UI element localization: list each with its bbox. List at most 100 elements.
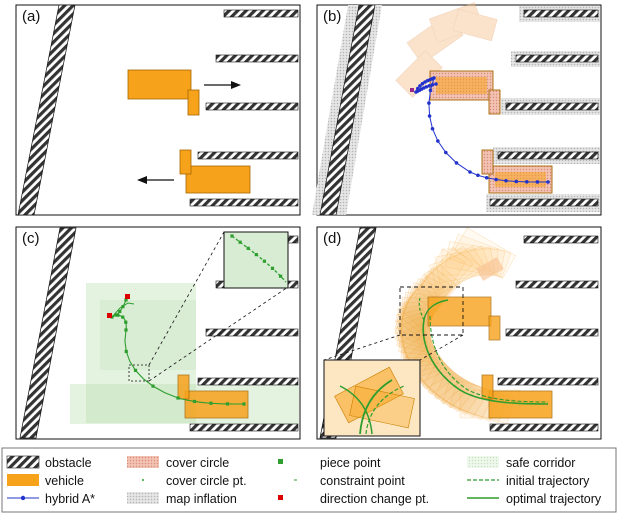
zoom-source-box xyxy=(128,364,150,382)
arrow-left-icon xyxy=(137,176,174,184)
hatch-swatch xyxy=(6,455,40,469)
hybrid-node xyxy=(427,101,431,105)
swept-footprint xyxy=(411,351,477,412)
orange-swatch xyxy=(7,474,39,486)
swept-footprint xyxy=(403,340,465,405)
direction-change-point xyxy=(107,313,112,318)
obstacle-slot xyxy=(205,328,299,337)
intermediate-vehicles xyxy=(395,2,498,98)
hybrid-node xyxy=(430,83,435,87)
zoom-inset xyxy=(223,231,289,289)
arrow-right-icon xyxy=(204,81,241,89)
hybrid-node xyxy=(476,173,480,178)
inset-vehicle xyxy=(349,385,415,429)
obstacle-diagonal xyxy=(17,4,76,216)
swept-vehicle-footprints xyxy=(394,227,521,424)
hybrid-node xyxy=(430,126,435,131)
obstacle-slot xyxy=(497,377,599,386)
legend-label: direction change pt. xyxy=(320,492,429,506)
hybrid-node xyxy=(414,90,418,94)
optimal-trajectory-branch xyxy=(339,385,373,435)
obstacle-slot xyxy=(497,151,599,160)
panel-b: (b) xyxy=(312,2,602,216)
zoom-source-box xyxy=(399,286,464,336)
optimal-trajectory-line xyxy=(422,319,549,405)
obstacle-slot xyxy=(489,198,599,207)
green-square-dot xyxy=(278,459,283,464)
hybrid-node xyxy=(504,178,508,183)
hybrid-node xyxy=(432,76,436,80)
small-dot xyxy=(142,479,144,481)
zoom-inset-trajectory xyxy=(334,366,415,435)
obstacle-diagonal xyxy=(19,227,77,439)
piece-point xyxy=(151,384,155,388)
vehicle-start xyxy=(427,296,492,327)
piece-point xyxy=(238,240,242,244)
legend-label: hybrid A* xyxy=(45,492,95,506)
obstacle-diagonal xyxy=(319,4,376,216)
red-square-dot xyxy=(278,495,283,500)
optimal-trajectory-branch xyxy=(423,299,449,321)
direction-change-point xyxy=(410,88,414,92)
piece-point xyxy=(114,313,118,317)
obstacle-slot xyxy=(205,102,299,111)
swept-footprint xyxy=(397,304,436,369)
vehicle-start-front xyxy=(187,89,200,116)
legend: obstacle cover circle piece point safe c… xyxy=(1,447,617,513)
legend-label: vehicle xyxy=(45,474,84,488)
swept-footprint xyxy=(416,246,474,308)
piece-point xyxy=(116,313,120,317)
swept-footprint xyxy=(414,248,466,312)
swept-footprint xyxy=(416,356,482,416)
piece-point xyxy=(242,402,246,406)
legend-label: constraint point xyxy=(320,474,405,488)
swept-footprint xyxy=(400,297,431,359)
legend-label: optimal trajectory xyxy=(506,492,602,506)
obstacle-slot xyxy=(515,54,599,63)
piece-point xyxy=(124,320,128,324)
optimal-trajectory-line xyxy=(359,379,393,435)
panel-label-c: (c) xyxy=(22,230,40,247)
piece-point xyxy=(246,246,250,250)
obstacle-slot xyxy=(189,198,299,207)
hybrid-node xyxy=(415,86,420,91)
direction-change-point xyxy=(125,294,130,299)
swept-footprint xyxy=(419,245,481,303)
initial-trajectory-branch xyxy=(418,297,425,321)
piece-point xyxy=(121,315,125,319)
swept-footprint xyxy=(394,316,446,384)
vehicle-goal xyxy=(185,165,251,194)
piece-point xyxy=(192,399,197,404)
safe-corridor xyxy=(86,283,196,423)
zoom-inset-trajectory xyxy=(230,234,287,283)
obstacle-slot xyxy=(505,328,599,337)
light-green-swatch xyxy=(467,456,499,468)
swept-footprint xyxy=(421,361,489,418)
hybrid-node xyxy=(535,180,540,184)
panel-label-d: (d) xyxy=(323,230,341,247)
obstacle-slot xyxy=(197,151,299,160)
hybrid-node xyxy=(427,114,432,118)
piece-point xyxy=(262,259,266,263)
obstacle-slot xyxy=(215,54,299,63)
panel-c: (c) xyxy=(15,226,301,440)
piece-point xyxy=(209,401,213,405)
hybrid-node xyxy=(428,88,433,93)
gray-swatch xyxy=(127,492,159,504)
hybrid-node xyxy=(484,175,489,180)
swept-footprint xyxy=(428,245,492,291)
hybrid-node xyxy=(546,180,550,184)
panel-a: (a) xyxy=(15,4,301,216)
hybrid-node xyxy=(525,180,529,184)
swept-footprint xyxy=(423,245,487,297)
legend-label: obstacle xyxy=(45,456,92,470)
hybrid-node xyxy=(418,84,422,88)
obstacle-slot xyxy=(197,377,299,386)
initial-trajectory-branch xyxy=(111,302,135,318)
piece-point xyxy=(124,349,128,354)
hybrid-node xyxy=(454,161,459,165)
safe-corridor xyxy=(100,300,196,370)
panel-label-a: (a) xyxy=(22,8,40,25)
vehicle-goal-front xyxy=(179,149,192,175)
hybrid-a-star-path xyxy=(410,76,550,184)
